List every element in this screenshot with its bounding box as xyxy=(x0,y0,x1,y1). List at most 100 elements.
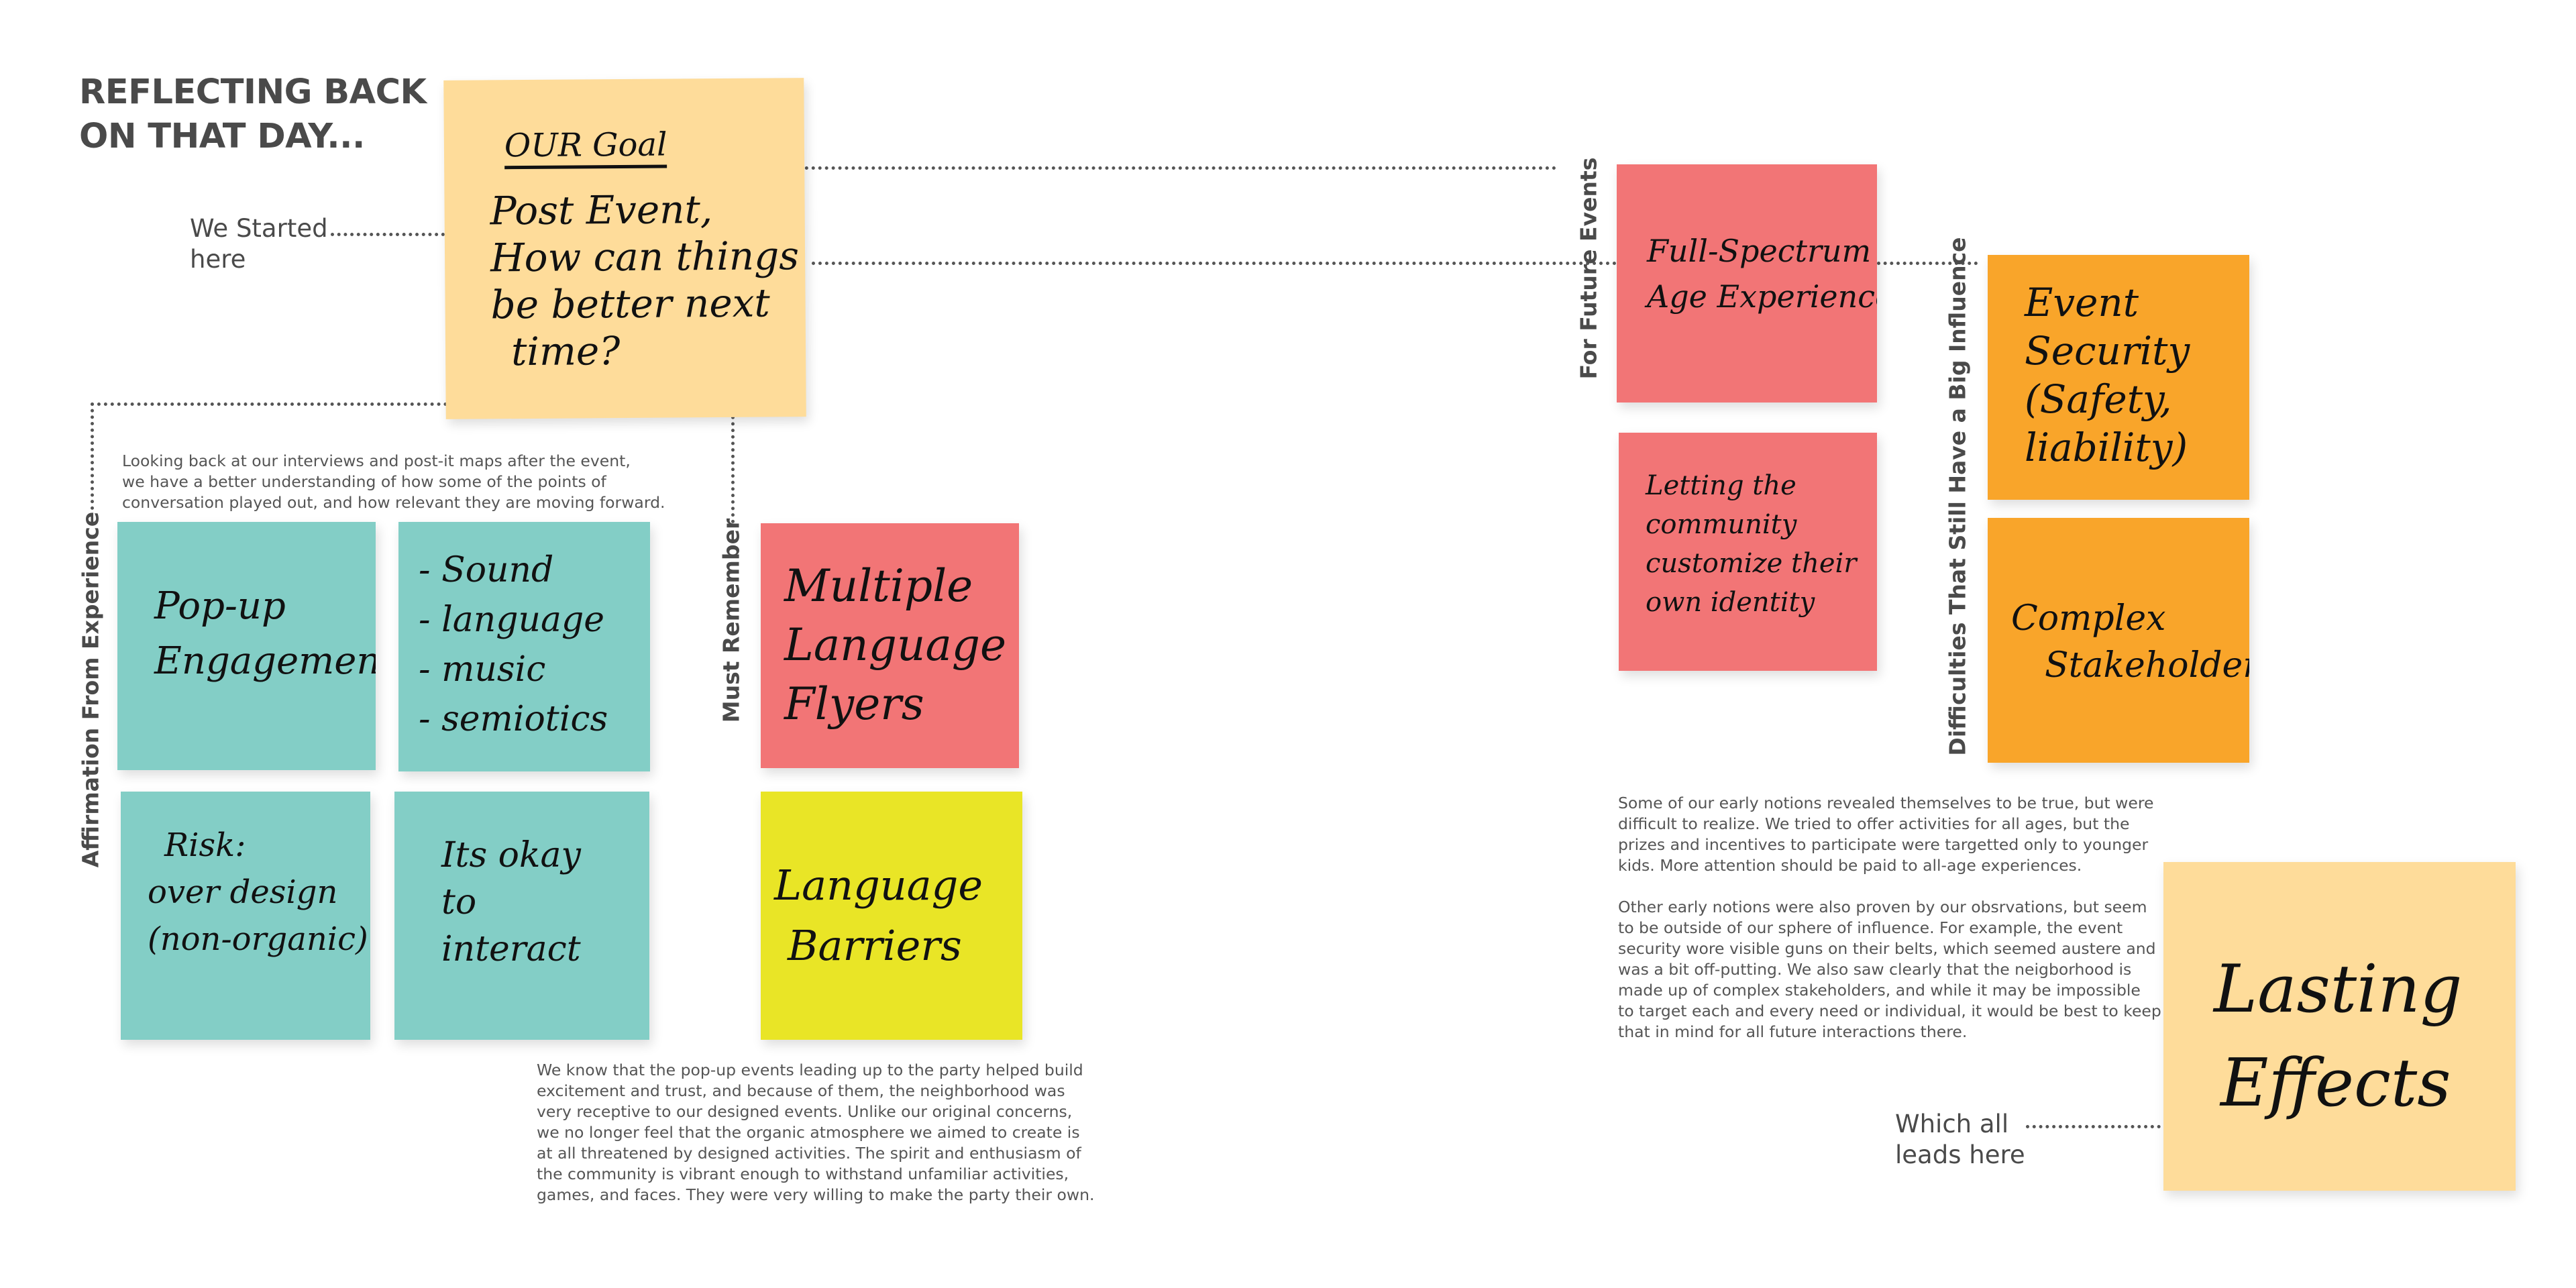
note-line: Full-Spectrum xyxy=(1647,233,1872,269)
paragraph-line: we have a better understanding of how so… xyxy=(122,472,606,491)
connector-must-remember-vertical xyxy=(731,409,735,523)
note-line: Language xyxy=(784,619,1007,671)
section-label-must-remember: Must Remember xyxy=(718,518,745,723)
paragraph-line: games, and faces. They were very willing… xyxy=(537,1185,1095,1204)
sticky-note-text: Full-Spectrum Age Experience xyxy=(1647,228,1877,319)
sticky-note-barriers: Language Barriers xyxy=(761,792,1022,1040)
paragraph-line: at all threatened by designed activities… xyxy=(537,1144,1081,1163)
sticky-note-text: Lasting Effects xyxy=(2214,943,2462,1130)
note-line: Post Event, xyxy=(490,186,713,234)
paragraph-line: We know that the pop-up events leading u… xyxy=(537,1061,1083,1079)
note-line: Its okay xyxy=(441,835,581,875)
note-line: (non-organic) xyxy=(148,920,368,958)
connector-goal-affirmation xyxy=(91,402,447,406)
goal-heading: OUR Goal xyxy=(504,125,667,170)
sticky-note-risk: Risk: over design (non-organic) xyxy=(121,792,370,1040)
connector-affirmation-vertical xyxy=(91,402,94,510)
paragraph-line: difficult to realize. We tried to offer … xyxy=(1618,814,2130,833)
paragraph-line: Some of our early notions revealed thems… xyxy=(1618,794,2154,812)
paragraph-line: to target each and every need or individ… xyxy=(1618,1002,2161,1020)
paragraph-line: was a bit off-putting. We also saw clear… xyxy=(1618,960,2132,979)
sticky-note-text: Language Barriers xyxy=(774,855,983,976)
note-line: - Sound xyxy=(419,550,554,590)
start-label-line: here xyxy=(190,245,246,274)
note-line: to xyxy=(441,882,477,922)
sticky-note-lasting: Lasting Effects xyxy=(2163,862,2516,1191)
section-label-future-events: For Future Events xyxy=(1575,157,1602,380)
note-line: Stakeholders xyxy=(2045,645,2249,686)
paragraph-line: very receptive to our designed events. U… xyxy=(537,1102,1073,1121)
note-line: time? xyxy=(511,328,621,375)
note-line: Pop-up xyxy=(154,584,286,628)
note-line: Multiple xyxy=(784,560,973,612)
connector-goal-future xyxy=(812,262,1637,265)
note-line: - semiotics xyxy=(419,699,608,739)
note-line: Effects xyxy=(2220,1045,2451,1122)
paragraph-line: security wore visible guns on their belt… xyxy=(1618,939,2156,958)
note-line: Risk: xyxy=(164,826,246,864)
start-label: We Started here xyxy=(190,213,328,275)
note-line: Complex xyxy=(2011,598,2166,639)
note-line: Event xyxy=(2025,280,2139,325)
sticky-note-popup-engagement: Pop-up Engagement xyxy=(117,522,376,770)
page-title: REFLECTING BACK ON THAT DAY... xyxy=(79,70,427,159)
paragraph-line: excitement and trust, and because of the… xyxy=(537,1081,1065,1100)
note-line: own identity xyxy=(1646,587,1815,618)
connector-future-difficulties xyxy=(1877,262,1978,265)
note-line: (Safety, xyxy=(2025,376,2172,422)
note-line: interact xyxy=(441,929,581,969)
paragraph-line: that in mind for all future interactions… xyxy=(1618,1022,1968,1041)
paragraph-line: kids. More attention should be paid to a… xyxy=(1618,856,2082,875)
note-line: Barriers xyxy=(788,921,962,970)
paragraph-line: to be outside of our sphere of influence… xyxy=(1618,918,2123,937)
note-line: - language xyxy=(419,600,605,640)
paragraph-line: made up of complex stakeholders, and whi… xyxy=(1618,981,2141,1000)
page-title-line: REFLECTING BACK xyxy=(79,72,427,112)
paragraph-line: we no longer feel that the organic atmos… xyxy=(537,1123,1080,1142)
note-line: community xyxy=(1646,509,1797,540)
sticky-note-text: Its okay to interact xyxy=(441,832,581,973)
popup-paragraph: We know that the pop-up events leading u… xyxy=(537,1060,1100,1205)
sticky-note-goal: OUR Goal Post Event, How can things be b… xyxy=(443,78,806,419)
sticky-note-community: Letting the community customize their ow… xyxy=(1619,433,1877,671)
connector-goal-top xyxy=(785,166,1556,170)
sticky-note-okay: Its okay to interact xyxy=(394,792,649,1040)
note-line: Lasting xyxy=(2214,951,2463,1028)
note-line: over design xyxy=(148,873,338,911)
sticky-note-text: Multiple Language Flyers xyxy=(784,557,1006,734)
note-line: Letting the xyxy=(1646,470,1796,501)
sticky-note-security: Event Security (Safety, liability) xyxy=(1988,255,2249,500)
sticky-note-text: - Sound - language - music - semiotics xyxy=(419,545,608,744)
sticky-note-full-spectrum: Full-Spectrum Age Experience xyxy=(1617,164,1877,402)
page-title-line: ON THAT DAY... xyxy=(79,117,365,156)
sticky-note-stakeholders: Complex Stakeholders xyxy=(1988,518,2249,763)
sticky-note-text: Pop-up Engagement xyxy=(154,579,376,689)
end-label: Which all leads here xyxy=(1895,1109,2025,1171)
note-line: - music xyxy=(419,649,546,690)
start-label-line: We Started xyxy=(190,214,328,243)
connector-end xyxy=(2026,1125,2187,1128)
note-line: be better next xyxy=(490,280,770,328)
paragraph-line: conversation played out, and how relevan… xyxy=(122,493,665,512)
sticky-note-text: Post Event, How can things be better nex… xyxy=(490,185,800,375)
note-line: Age Experience xyxy=(1647,278,1877,315)
note-line: Flyers xyxy=(784,678,924,730)
sticky-note-text: Complex Stakeholders xyxy=(2011,595,2249,689)
end-label-line: leads here xyxy=(1895,1140,2025,1169)
paragraph-line: Looking back at our interviews and post-… xyxy=(122,451,631,470)
sticky-note-text: Event Security (Safety, liability) xyxy=(2025,278,2190,472)
note-line: Security xyxy=(2025,328,2190,374)
paragraph-line: prizes and incentives to participate wer… xyxy=(1618,835,2149,854)
sticky-note-text: Risk: over design (non-organic) xyxy=(148,822,368,963)
end-label-line: Which all xyxy=(1895,1110,2009,1138)
sticky-note-flyers: Multiple Language Flyers xyxy=(761,523,1019,768)
notions-paragraph: Some of our early notions revealed thems… xyxy=(1618,793,2188,1042)
sticky-note-text: Letting the community customize their ow… xyxy=(1646,466,1856,622)
connector-start xyxy=(331,233,445,236)
sticky-note-sound-list: - Sound - language - music - semiotics xyxy=(398,522,650,771)
note-line: Engagement xyxy=(154,639,376,683)
paragraph-line: Other early notions were also proven by … xyxy=(1618,898,2147,916)
note-line: Language xyxy=(774,861,983,910)
note-line: customize their xyxy=(1646,548,1857,579)
note-line: How can things xyxy=(490,233,800,281)
